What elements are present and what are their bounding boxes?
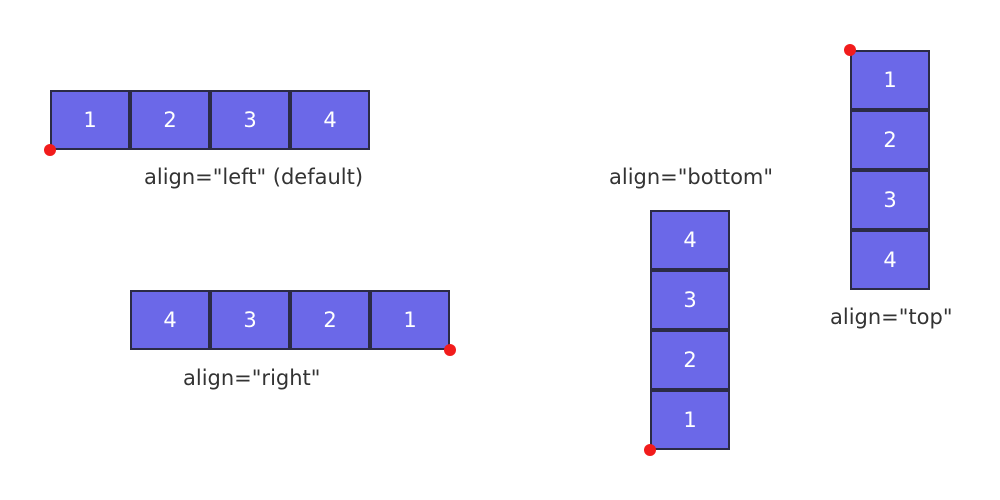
bottom-caption: align="bottom" <box>609 165 774 189</box>
left-origin-dot <box>44 144 56 156</box>
right-cell: 2 <box>290 290 370 350</box>
bottom-cell: 2 <box>650 330 730 390</box>
bottom-cell: 1 <box>650 390 730 450</box>
bottom-cell: 3 <box>650 270 730 330</box>
left-cell: 4 <box>290 90 370 150</box>
left-cell: 3 <box>210 90 290 150</box>
left-cell: 1 <box>50 90 130 150</box>
top-origin-dot <box>844 44 856 56</box>
bottom-origin-dot <box>644 444 656 456</box>
top-cell: 1 <box>850 50 930 110</box>
top-cell: 4 <box>850 230 930 290</box>
top-cell: 3 <box>850 170 930 230</box>
left-caption: align="left" (default) <box>144 165 364 189</box>
right-cell: 3 <box>210 290 290 350</box>
top-caption: align="top" <box>830 305 953 329</box>
right-cell: 1 <box>370 290 450 350</box>
top-cell: 2 <box>850 110 930 170</box>
bottom-cell: 4 <box>650 210 730 270</box>
right-caption: align="right" <box>183 366 321 390</box>
right-cell: 4 <box>130 290 210 350</box>
left-cell: 2 <box>130 90 210 150</box>
right-origin-dot <box>444 344 456 356</box>
